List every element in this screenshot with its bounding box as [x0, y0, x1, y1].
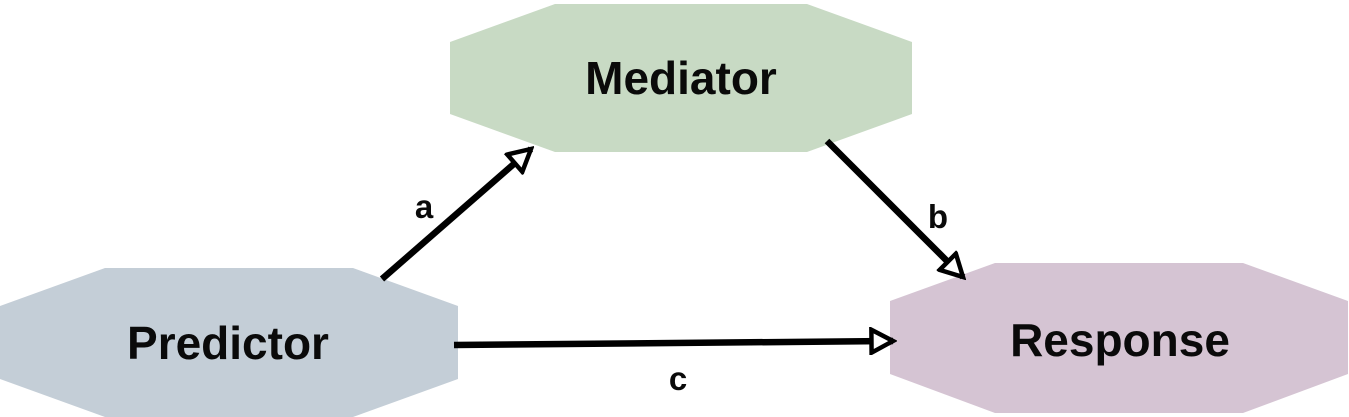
- edge-c-label: c: [669, 360, 687, 397]
- node-predictor: [0, 268, 458, 417]
- node-mediator-label: Mediator: [585, 52, 777, 104]
- edge-b-label: b: [928, 198, 948, 235]
- node-response: [890, 263, 1348, 413]
- edge-a-label: a: [415, 188, 434, 225]
- edge-c-arrow: [453, 341, 893, 345]
- node-predictor-label: Predictor: [127, 317, 329, 369]
- edge-b-arrow: [824, 138, 963, 277]
- edge-a-arrow: [379, 149, 531, 282]
- node-response-label: Response: [1010, 314, 1230, 366]
- node-mediator: [450, 4, 912, 152]
